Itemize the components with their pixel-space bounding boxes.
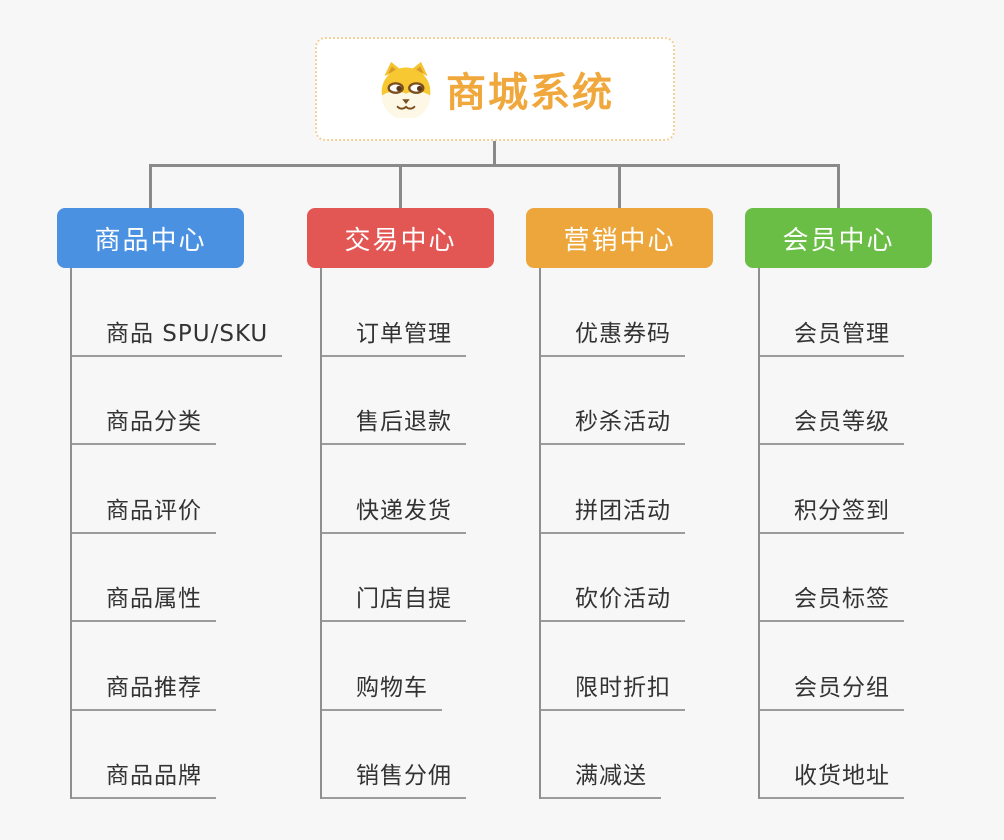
branch-children-marketing-center: 优惠券码 秒杀活动 拼团活动 砍价活动 限时折扣 满减送 (539, 268, 713, 799)
branch-children-member-center: 会员管理 会员等级 积分签到 会员标签 会员分组 收货地址 (758, 268, 932, 799)
leaf-node[interactable]: 销售分佣 (320, 710, 494, 799)
leaf-node[interactable]: 秒杀活动 (539, 356, 713, 445)
leaf-label: 订单管理 (322, 314, 466, 357)
leaf-label: 商品推荐 (72, 668, 216, 711)
leaf-node[interactable]: 快递发货 (320, 445, 494, 534)
branch-node-product-center[interactable]: 商品中心 (57, 208, 244, 268)
leaf-label: 商品品牌 (72, 756, 216, 799)
leaf-node[interactable]: 售后退款 (320, 356, 494, 445)
leaf-node[interactable]: 限时折扣 (539, 622, 713, 711)
connector-drop-trade-center (399, 166, 402, 208)
root-node-mall-system[interactable]: 商城系统 (315, 37, 675, 141)
leaf-node[interactable]: 商品分类 (70, 356, 282, 445)
leaf-label: 砍价活动 (541, 579, 685, 622)
leaf-node[interactable]: 商品属性 (70, 533, 282, 622)
root-title: 商城系统 (446, 70, 614, 116)
leaf-label: 商品分类 (72, 402, 216, 445)
leaf-node[interactable]: 商品推荐 (70, 622, 282, 711)
leaf-label: 售后退款 (322, 402, 466, 445)
branch-node-marketing-center[interactable]: 营销中心 (526, 208, 713, 268)
leaf-label: 限时折扣 (541, 668, 685, 711)
connector-drop-product-center (149, 166, 152, 208)
leaf-label: 销售分佣 (322, 756, 466, 799)
leaf-node[interactable]: 满减送 (539, 710, 713, 799)
branch-trade-center: 交易中心 订单管理 售后退款 快递发货 门店自提 购物车 销售分佣 (307, 208, 494, 799)
leaf-node[interactable]: 会员标签 (758, 533, 932, 622)
leaf-label: 商品 SPU/SKU (72, 314, 283, 357)
leaf-node[interactable]: 商品评价 (70, 445, 282, 534)
leaf-node[interactable]: 积分签到 (758, 445, 932, 534)
leaf-node[interactable]: 门店自提 (320, 533, 494, 622)
leaf-node[interactable]: 商品 SPU/SKU (70, 268, 283, 357)
leaf-node[interactable]: 会员分组 (758, 622, 932, 711)
branch-product-center: 商品中心 商品 SPU/SKU 商品分类 商品评价 商品属性 商品推荐 商品品牌 (57, 208, 283, 799)
leaf-node[interactable]: 购物车 (320, 622, 494, 711)
leaf-node[interactable]: 商品品牌 (70, 710, 282, 799)
leaf-node[interactable]: 订单管理 (320, 268, 494, 357)
leaf-label: 拼团活动 (541, 491, 685, 534)
branch-children-product-center: 商品 SPU/SKU 商品分类 商品评价 商品属性 商品推荐 商品品牌 (70, 268, 283, 799)
leaf-label: 满减送 (541, 756, 661, 799)
branch-marketing-center: 营销中心 优惠券码 秒杀活动 拼团活动 砍价活动 限时折扣 满减送 (526, 208, 713, 799)
leaf-label: 会员分组 (760, 668, 904, 711)
branch-member-center: 会员中心 会员管理 会员等级 积分签到 会员标签 会员分组 收货地址 (745, 208, 932, 799)
leaf-label: 商品评价 (72, 491, 216, 534)
connector-root-stem (493, 141, 496, 166)
leaf-label: 购物车 (322, 668, 442, 711)
leaf-label: 商品属性 (72, 579, 216, 622)
leaf-label: 门店自提 (322, 579, 466, 622)
leaf-label: 积分签到 (760, 491, 904, 534)
dog-face-icon (381, 61, 431, 118)
leaf-node[interactable]: 拼团活动 (539, 445, 713, 534)
branch-children-trade-center: 订单管理 售后退款 快递发货 门店自提 购物车 销售分佣 (320, 268, 494, 799)
leaf-label: 快递发货 (322, 491, 466, 534)
leaf-node[interactable]: 会员等级 (758, 356, 932, 445)
leaf-label: 会员标签 (760, 579, 904, 622)
connector-drop-member-center (837, 166, 840, 208)
leaf-label: 会员管理 (760, 314, 904, 357)
connector-rail (149, 164, 840, 167)
branch-node-trade-center[interactable]: 交易中心 (307, 208, 494, 268)
leaf-label: 收货地址 (760, 756, 904, 799)
leaf-node[interactable]: 砍价活动 (539, 533, 713, 622)
leaf-label: 优惠券码 (541, 314, 685, 357)
connector-drop-marketing-center (618, 166, 621, 208)
leaf-node[interactable]: 收货地址 (758, 710, 932, 799)
leaf-node[interactable]: 优惠券码 (539, 268, 713, 357)
leaf-label: 秒杀活动 (541, 402, 685, 445)
branch-node-member-center[interactable]: 会员中心 (745, 208, 932, 268)
leaf-label: 会员等级 (760, 402, 904, 445)
leaf-node[interactable]: 会员管理 (758, 268, 932, 357)
